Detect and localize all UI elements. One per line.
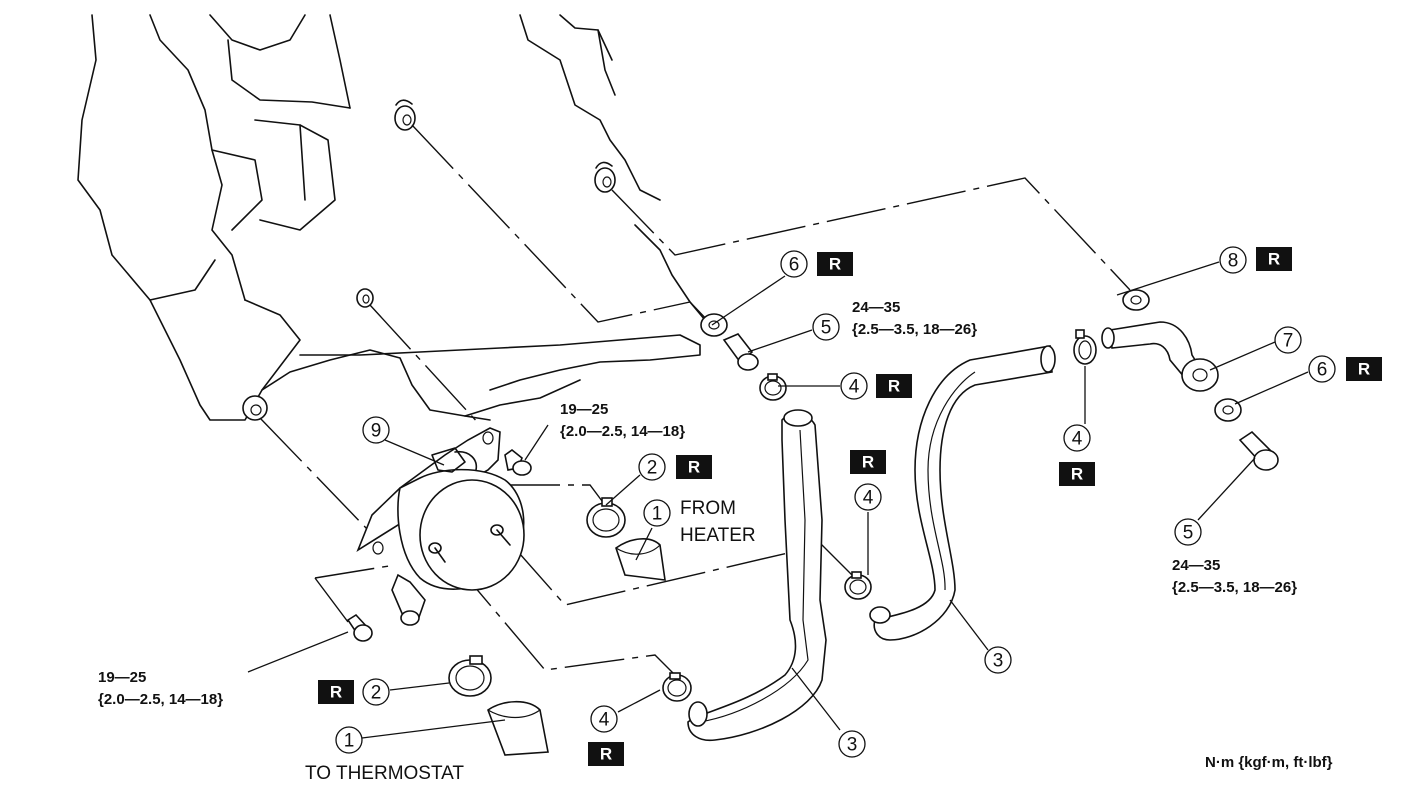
svg-text:1: 1 bbox=[652, 504, 663, 525]
banjo-bolt-5-left bbox=[722, 333, 759, 371]
callout-7: 7 bbox=[1274, 326, 1302, 354]
svg-text:24—35: 24—35 bbox=[1172, 557, 1220, 574]
svg-text:{2.0—2.5, 14—18}: {2.0—2.5, 14—18} bbox=[98, 691, 223, 708]
torque-spec-center: 19—25 {2.0—2.5, 14—18} bbox=[560, 401, 685, 440]
replace-badge-8: R bbox=[1256, 247, 1292, 271]
svg-text:4: 4 bbox=[863, 488, 874, 509]
svg-text:2: 2 bbox=[371, 683, 382, 704]
hose-clamp-4-right bbox=[1073, 329, 1097, 365]
torque-units-legend: N·m {kgf·m, ft·lbf} bbox=[1205, 754, 1333, 771]
svg-text:19—25: 19—25 bbox=[98, 669, 146, 686]
svg-text:R: R bbox=[888, 377, 900, 396]
hose-to-thermostat-stub bbox=[487, 700, 549, 756]
svg-text:FROM: FROM bbox=[680, 498, 736, 519]
svg-text:24—35: 24—35 bbox=[852, 299, 900, 316]
cooler-bolt-upper bbox=[504, 448, 532, 476]
svg-text:1: 1 bbox=[344, 731, 355, 752]
washer-6-right bbox=[1214, 398, 1242, 422]
replace-badge-2-upper: R bbox=[676, 455, 712, 479]
svg-text:R: R bbox=[1268, 250, 1280, 269]
replace-badge-4-mid: R bbox=[850, 450, 886, 474]
svg-text:19—25: 19—25 bbox=[560, 401, 608, 418]
oil-cooler bbox=[356, 427, 525, 626]
callout-3-right: 3 bbox=[984, 646, 1012, 674]
svg-text:7: 7 bbox=[1283, 331, 1294, 352]
svg-text:6: 6 bbox=[789, 255, 800, 276]
label-to-thermostat: TO THERMOSTAT bbox=[305, 763, 464, 784]
hose-clamp-4-lower bbox=[662, 672, 692, 702]
svg-text:R: R bbox=[1071, 465, 1083, 484]
svg-text:{2.5—3.5, 18—26}: {2.5—3.5, 18—26} bbox=[1172, 579, 1297, 596]
replace-badge-4-lower: R bbox=[588, 742, 624, 766]
banjo-bolt-5-right bbox=[1238, 430, 1279, 471]
cooler-bolt-lower bbox=[346, 613, 373, 642]
case-mount-hole-3 bbox=[356, 288, 374, 308]
svg-text:{2.5—3.5, 18—26}: {2.5—3.5, 18—26} bbox=[852, 321, 977, 338]
callout-5-right: 5 bbox=[1174, 518, 1202, 546]
svg-text:4: 4 bbox=[1072, 429, 1083, 450]
svg-text:4: 4 bbox=[849, 377, 860, 398]
svg-text:R: R bbox=[1358, 360, 1370, 379]
torque-spec-left: 19—25 {2.0—2.5, 14—18} bbox=[98, 669, 223, 708]
callout-9: 9 bbox=[362, 416, 390, 444]
case-mount-hole-4 bbox=[242, 395, 268, 421]
svg-text:8: 8 bbox=[1228, 251, 1239, 272]
svg-text:9: 9 bbox=[371, 421, 382, 442]
callout-1-upper: 1 bbox=[643, 499, 671, 527]
callout-1-lower: 1 bbox=[335, 726, 363, 754]
svg-text:5: 5 bbox=[1183, 523, 1194, 544]
replace-badge-6-left: R bbox=[817, 252, 853, 276]
hose-clamp-2-lower bbox=[448, 655, 492, 697]
svg-text:3: 3 bbox=[847, 735, 858, 756]
svg-text:5: 5 bbox=[821, 318, 832, 339]
hose-clamp-2-upper bbox=[586, 497, 626, 538]
callout-8: 8 bbox=[1219, 246, 1247, 274]
case-mount-hole-2 bbox=[594, 161, 616, 193]
replace-badge-4-right: R bbox=[1059, 462, 1095, 486]
transmission-case-outline bbox=[77, 14, 706, 421]
hose-clamp-4-mid bbox=[844, 571, 872, 600]
svg-text:R: R bbox=[862, 453, 874, 472]
washer-8 bbox=[1122, 289, 1150, 311]
svg-text:R: R bbox=[600, 745, 612, 764]
svg-text:6: 6 bbox=[1317, 360, 1328, 381]
label-from-heater: FROM HEATER bbox=[680, 498, 756, 546]
alignment-lines bbox=[259, 124, 1131, 681]
svg-text:HEATER: HEATER bbox=[680, 525, 756, 546]
callout-2-upper: 2 bbox=[638, 453, 666, 481]
callout-5-left: 5 bbox=[812, 313, 840, 341]
svg-text:R: R bbox=[829, 255, 841, 274]
svg-text:{2.0—2.5, 14—18}: {2.0—2.5, 14—18} bbox=[560, 423, 685, 440]
callout-6-right: 6 bbox=[1308, 355, 1336, 383]
oil-pipe-7 bbox=[1101, 321, 1219, 392]
water-hose-3-left bbox=[687, 409, 827, 742]
callout-4-lower: 4 bbox=[590, 705, 618, 733]
case-mount-hole-1 bbox=[394, 99, 416, 131]
svg-text:R: R bbox=[688, 458, 700, 477]
leader-lines bbox=[247, 261, 1309, 739]
callout-4-right: 4 bbox=[1063, 424, 1091, 452]
callout-4-mid: 4 bbox=[854, 483, 882, 511]
hose-clamp-4-upper bbox=[759, 373, 787, 401]
callout-6-left: 6 bbox=[780, 250, 808, 278]
replace-badge-2-lower: R bbox=[318, 680, 354, 704]
replace-badge-6-right: R bbox=[1346, 357, 1382, 381]
svg-text:R: R bbox=[330, 683, 342, 702]
hose-from-heater-stub bbox=[615, 538, 666, 581]
water-hose-3-right bbox=[869, 345, 1056, 641]
svg-text:2: 2 bbox=[647, 458, 658, 479]
svg-text:4: 4 bbox=[599, 710, 610, 731]
replace-badge-4-upper: R bbox=[876, 374, 912, 398]
torque-spec-upper-mid: 24—35 {2.5—3.5, 18—26} bbox=[852, 299, 977, 338]
callout-2-lower: 2 bbox=[362, 678, 390, 706]
torque-spec-right: 24—35 {2.5—3.5, 18—26} bbox=[1172, 557, 1297, 596]
callout-3-left: 3 bbox=[838, 730, 866, 758]
callout-4-upper: 4 bbox=[840, 372, 868, 400]
svg-text:3: 3 bbox=[993, 651, 1004, 672]
